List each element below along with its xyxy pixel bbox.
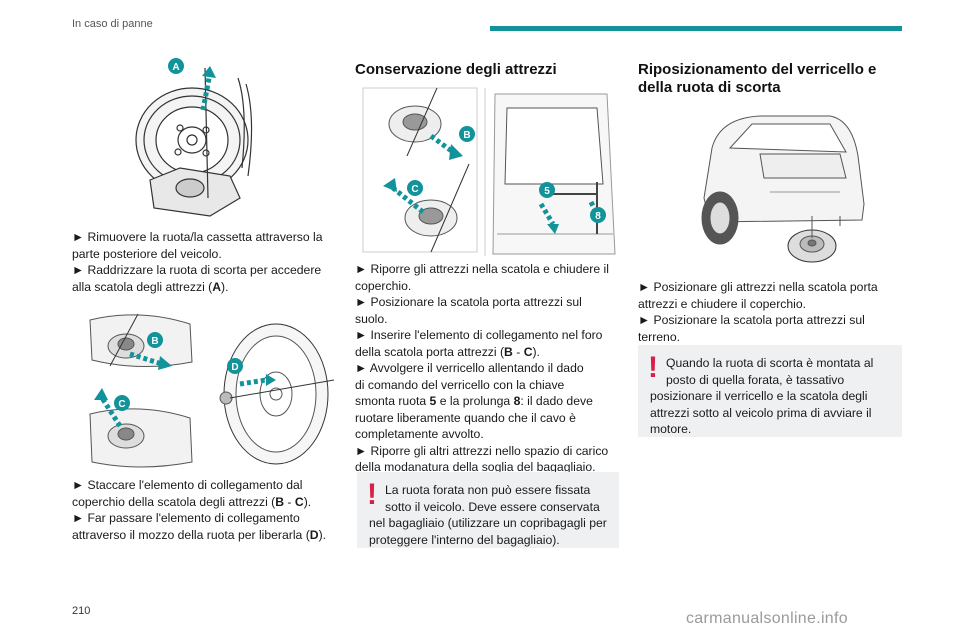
col1-p1-line4: alla scatola degli attrezzi ( (72, 279, 213, 294)
warning-box-storage: ! La ruota forata non può essere fissata… (357, 472, 619, 548)
col1-para2: ► Staccare l'elemento di collegamento da… (72, 477, 334, 543)
warning-reposition-line4: attrezzi sotto al veicolo prima di avvia… (650, 405, 872, 420)
col2-close: ). (532, 344, 540, 359)
header-section-title: In caso di panne (72, 18, 153, 30)
col1-p1-bold-a: A (212, 279, 222, 294)
col3-para: ► Posizionare gli attrezzi nella scatola… (638, 279, 903, 345)
figure-label-a: A (172, 62, 179, 73)
col2-line7: ► Avvolgere il verricello allentando il … (355, 361, 584, 375)
col2-line13: della modanatura della soglia del bagagl… (355, 460, 596, 474)
col2-line11: completamente avvolto. (355, 427, 484, 441)
col2-line12: ► Riporre gli altri attrezzi nello spazi… (355, 443, 609, 458)
section-title-reposition-l2: della ruota di scorta (638, 79, 781, 96)
page-number: 210 (72, 605, 91, 617)
col2-line2: coperchio. (355, 278, 412, 293)
col2-line10: ruotare liberamente quando che il cavo è (355, 410, 576, 425)
col2-line9: smonta ruota (355, 394, 430, 408)
warning-storage-line1: La ruota forata non può essere fissata (385, 483, 591, 497)
col2-dash: - (512, 344, 524, 359)
figure2-label-8: 8 (595, 211, 601, 222)
col2-line1: ► Riporre gli attrezzi nella scatola e c… (355, 262, 609, 276)
section-title-reposition-l1: Riposizionamento del verricello e (638, 61, 877, 78)
col1-p2-bold-b: B (275, 494, 285, 509)
col3-line1: ► Posizionare gli attrezzi nella scatola… (638, 280, 878, 294)
warning-reposition-line1: Quando la ruota di scorta è montata al (666, 356, 874, 370)
figure2-label-5: 5 (544, 186, 550, 197)
col2-para: ► Riporre gli attrezzi nella scatola e c… (355, 261, 620, 476)
section-title-storage: Conservazione degli attrezzi (355, 61, 557, 78)
warning-reposition-line5: motore. (650, 422, 692, 436)
warning-reposition-line3: posizionare il verricello e la scatola d… (650, 389, 868, 403)
col1-p1-line2: parte posteriore del veicolo. (72, 246, 222, 261)
figure2-label-b: B (463, 130, 470, 141)
col2-line4: suolo. (355, 311, 388, 326)
col1-p2-bold-d: D (309, 527, 319, 542)
warning-storage-line2: sotto il veicolo. Deve essere conservata (385, 499, 600, 514)
col3-line2: attrezzi e chiudere il coperchio. (638, 296, 807, 311)
warning-exclamation-icon: ! (367, 478, 377, 511)
figure-tool-box-detach: B C D (80, 302, 338, 472)
figure-label-c: C (118, 399, 125, 410)
col2-bold-c: C (523, 344, 533, 359)
col1-p2-line1: ► Staccare l'elemento di collegamento da… (72, 478, 303, 492)
col2-line9-mid: e la prolunga (436, 394, 514, 408)
watermark-text: carmanualsonline.info (686, 610, 848, 627)
col2-title: Conservazione degli attrezzi (355, 61, 620, 79)
col2-bold-b: B (504, 344, 513, 359)
col2-line6: della scatola porta attrezzi ( (355, 344, 505, 359)
figure-label-d: D (231, 362, 238, 373)
warning-storage-line3: nel bagagliaio (utilizzare un copribagag… (369, 516, 607, 530)
warning-exclamation-icon-2: ! (648, 351, 658, 384)
col1-p2-line3: ► Far passare l'elemento di collegamento (72, 511, 300, 525)
col2-bold-5: 5 (429, 394, 437, 408)
col2-line9-end: : il dado deve (520, 394, 593, 408)
col1-p2-line4: attraverso il mozzo della ruota per libe… (72, 527, 310, 542)
col1-p1-end: ). (221, 279, 229, 294)
figure2-label-c: C (411, 184, 418, 195)
col3-title: Riposizionamento del verricello e della … (638, 61, 903, 97)
figure-label-b: B (151, 336, 158, 347)
col1-p2-end: ). (318, 527, 327, 542)
col1-p1-line3: ► Raddrizzare la ruota di scorta per acc… (72, 263, 322, 277)
col1-para1: ► Rimuovere la ruota/la cassetta attrave… (72, 229, 334, 295)
col2-line8: di comando del verricello con la chiave (355, 377, 565, 392)
figure-spare-wheel-removal: A (130, 48, 260, 220)
col3-line3: ► Posizionare la scatola porta attrezzi … (638, 313, 865, 327)
col3-line4: terreno. (638, 329, 681, 344)
warning-storage-line4: proteggere l'interno del bagagliaio). (369, 532, 560, 547)
col2-bold-8: 8 (513, 394, 521, 408)
col1-p2-dash: - (284, 494, 295, 509)
warning-box-reposition: ! Quando la ruota di scorta è montata al… (638, 345, 902, 437)
figure-tool-storage: B C 5 8 (357, 84, 617, 256)
col1-p2-line2: coperchio della scatola degli attrezzi ( (72, 494, 276, 509)
col1-p1-line1: ► Rimuovere la ruota/la cassetta attrave… (72, 230, 323, 244)
figure-suv-spare-wheel (690, 108, 868, 270)
warning-reposition-line2: posto di quella forata, è tassativo (666, 372, 845, 387)
header-accent-bar (490, 26, 902, 31)
col2-line3: ► Posizionare la scatola porta attrezzi … (355, 295, 582, 309)
col1-p2-close: ). (303, 494, 312, 509)
col2-line5: ► Inserire l'elemento di collegamento ne… (355, 328, 603, 342)
col1-p2-bold-c: C (294, 494, 304, 509)
